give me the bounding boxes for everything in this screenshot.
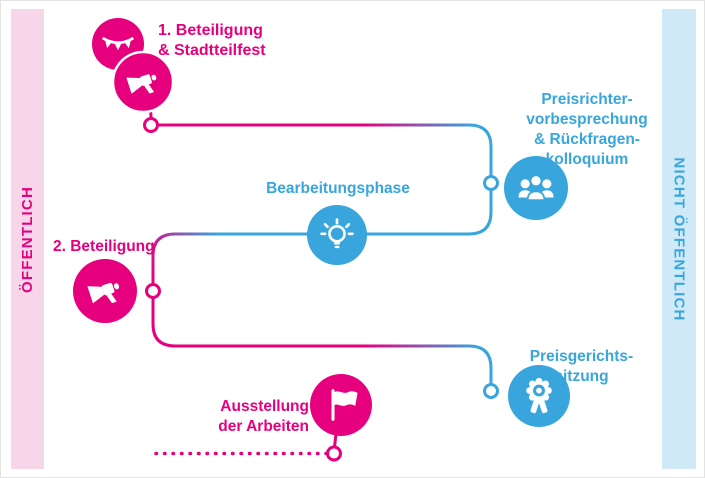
label-preisgericht-line2: sitzung [554, 368, 609, 385]
label-preisrichter-line1: Preisrichter- [541, 91, 633, 108]
label-step2-line1: 2. Beteiligung [53, 238, 155, 255]
connector-step2-to-preisgericht [151, 297, 493, 385]
connector-ausstellung-stub [333, 433, 338, 448]
label-step1: 1. Beteiligung & Stadtteilfest [158, 21, 266, 61]
award-icon [526, 377, 552, 414]
node-preisrichter [504, 156, 568, 220]
label-preisrichter-line4: kolloquium [545, 151, 629, 168]
label-step2: 2. Beteiligung [53, 237, 155, 257]
non-public-band: NICHT ÖFFENTLICH [662, 9, 696, 469]
label-preisrichter: Preisrichter- vorbesprechung & Rückfrage… [501, 90, 673, 170]
joint-circle [143, 117, 159, 133]
node-bearbeitung [307, 205, 367, 265]
label-bearbeitung-line1: Bearbeitungsphase [266, 180, 410, 197]
node-step1 [92, 18, 175, 114]
megaphone-icon [126, 74, 157, 94]
label-preisgericht-line1: Preisgerichts- [529, 348, 634, 365]
lightbulb-icon [320, 218, 354, 249]
label-ausstellung-line2: der Arbeiten [218, 418, 309, 435]
label-step1-line1: 1. Beteiligung [158, 22, 263, 39]
label-ausstellung: Ausstellung der Arbeiten [199, 397, 309, 437]
joint-circle [145, 283, 161, 299]
node-step2 [73, 259, 137, 323]
megaphone-icon [87, 282, 120, 304]
label-preisrichter-line2: vorbesprechung [526, 111, 648, 128]
flag-icon [331, 389, 358, 421]
connector-step1-to-preisrichter [157, 123, 493, 177]
people-icon [518, 174, 554, 202]
node-preisgericht [508, 365, 570, 427]
label-ausstellung-line1: Ausstellung [220, 398, 309, 415]
label-step1-line2: & Stadtteilfest [158, 42, 266, 59]
label-bearbeitung: Bearbeitungsphase [245, 179, 431, 199]
joint-circle [483, 175, 499, 191]
label-preisgericht: Preisgerichts- sitzung [514, 347, 649, 387]
joint-circle [483, 383, 499, 399]
bunting-icon [101, 36, 135, 51]
public-band: ÖFFENTLICH [11, 9, 44, 469]
joint-circle [326, 445, 342, 462]
label-preisrichter-line3: & Rückfragen- [534, 131, 640, 148]
node-ausstellung [310, 374, 372, 436]
